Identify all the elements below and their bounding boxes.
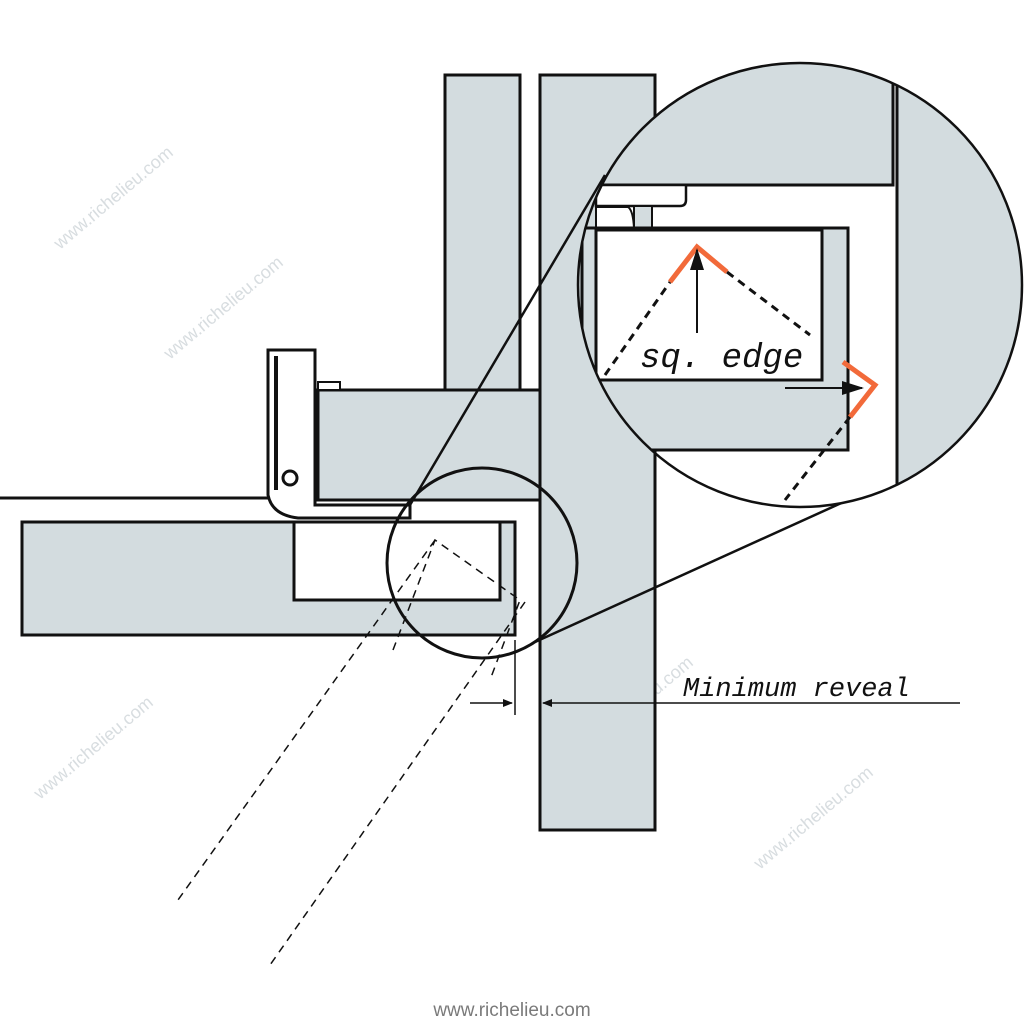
zoom-tangent-line — [534, 488, 871, 644]
reveal-dimension — [470, 640, 960, 715]
zoom-hinge-plate — [594, 183, 688, 208]
watermark-text: www.richelieu.com — [29, 692, 157, 804]
footer-url: www.richelieu.com — [432, 1000, 590, 1021]
mounting-plate — [316, 388, 542, 502]
hinge-cup — [292, 520, 502, 602]
zoom-dashed-line — [603, 281, 672, 376]
zoom-dashed-line — [726, 270, 811, 337]
hinge-arm — [266, 348, 412, 520]
door-open-dashed-line — [177, 539, 436, 901]
square-edge-highlight — [668, 243, 729, 284]
zoom-side-panel — [895, 63, 1022, 507]
zoom-hinge-bit — [633, 205, 653, 229]
detail-circle — [385, 466, 579, 660]
watermark-text: www.richelieu.com — [749, 762, 877, 874]
upper-panel — [443, 73, 522, 430]
hinge-clip — [317, 381, 341, 391]
door-open-dashed-line — [269, 601, 526, 966]
zoom-circle-outline — [576, 61, 1024, 509]
zoom-dashed-line — [783, 416, 852, 501]
door-swing-path — [392, 538, 521, 681]
square-edge-highlight — [841, 359, 879, 419]
hinge-screw-icon — [281, 469, 299, 487]
watermark-text: www.richelieu.com — [159, 252, 287, 364]
zoom-hinge-arm — [595, 206, 636, 229]
zoom-tangent-line — [408, 174, 607, 506]
sq-edge-label: sq. edge — [640, 340, 803, 378]
watermark-text: www.richelieu.com — [49, 142, 177, 254]
minimum-reveal-label: Minimum reveal — [683, 675, 910, 705]
